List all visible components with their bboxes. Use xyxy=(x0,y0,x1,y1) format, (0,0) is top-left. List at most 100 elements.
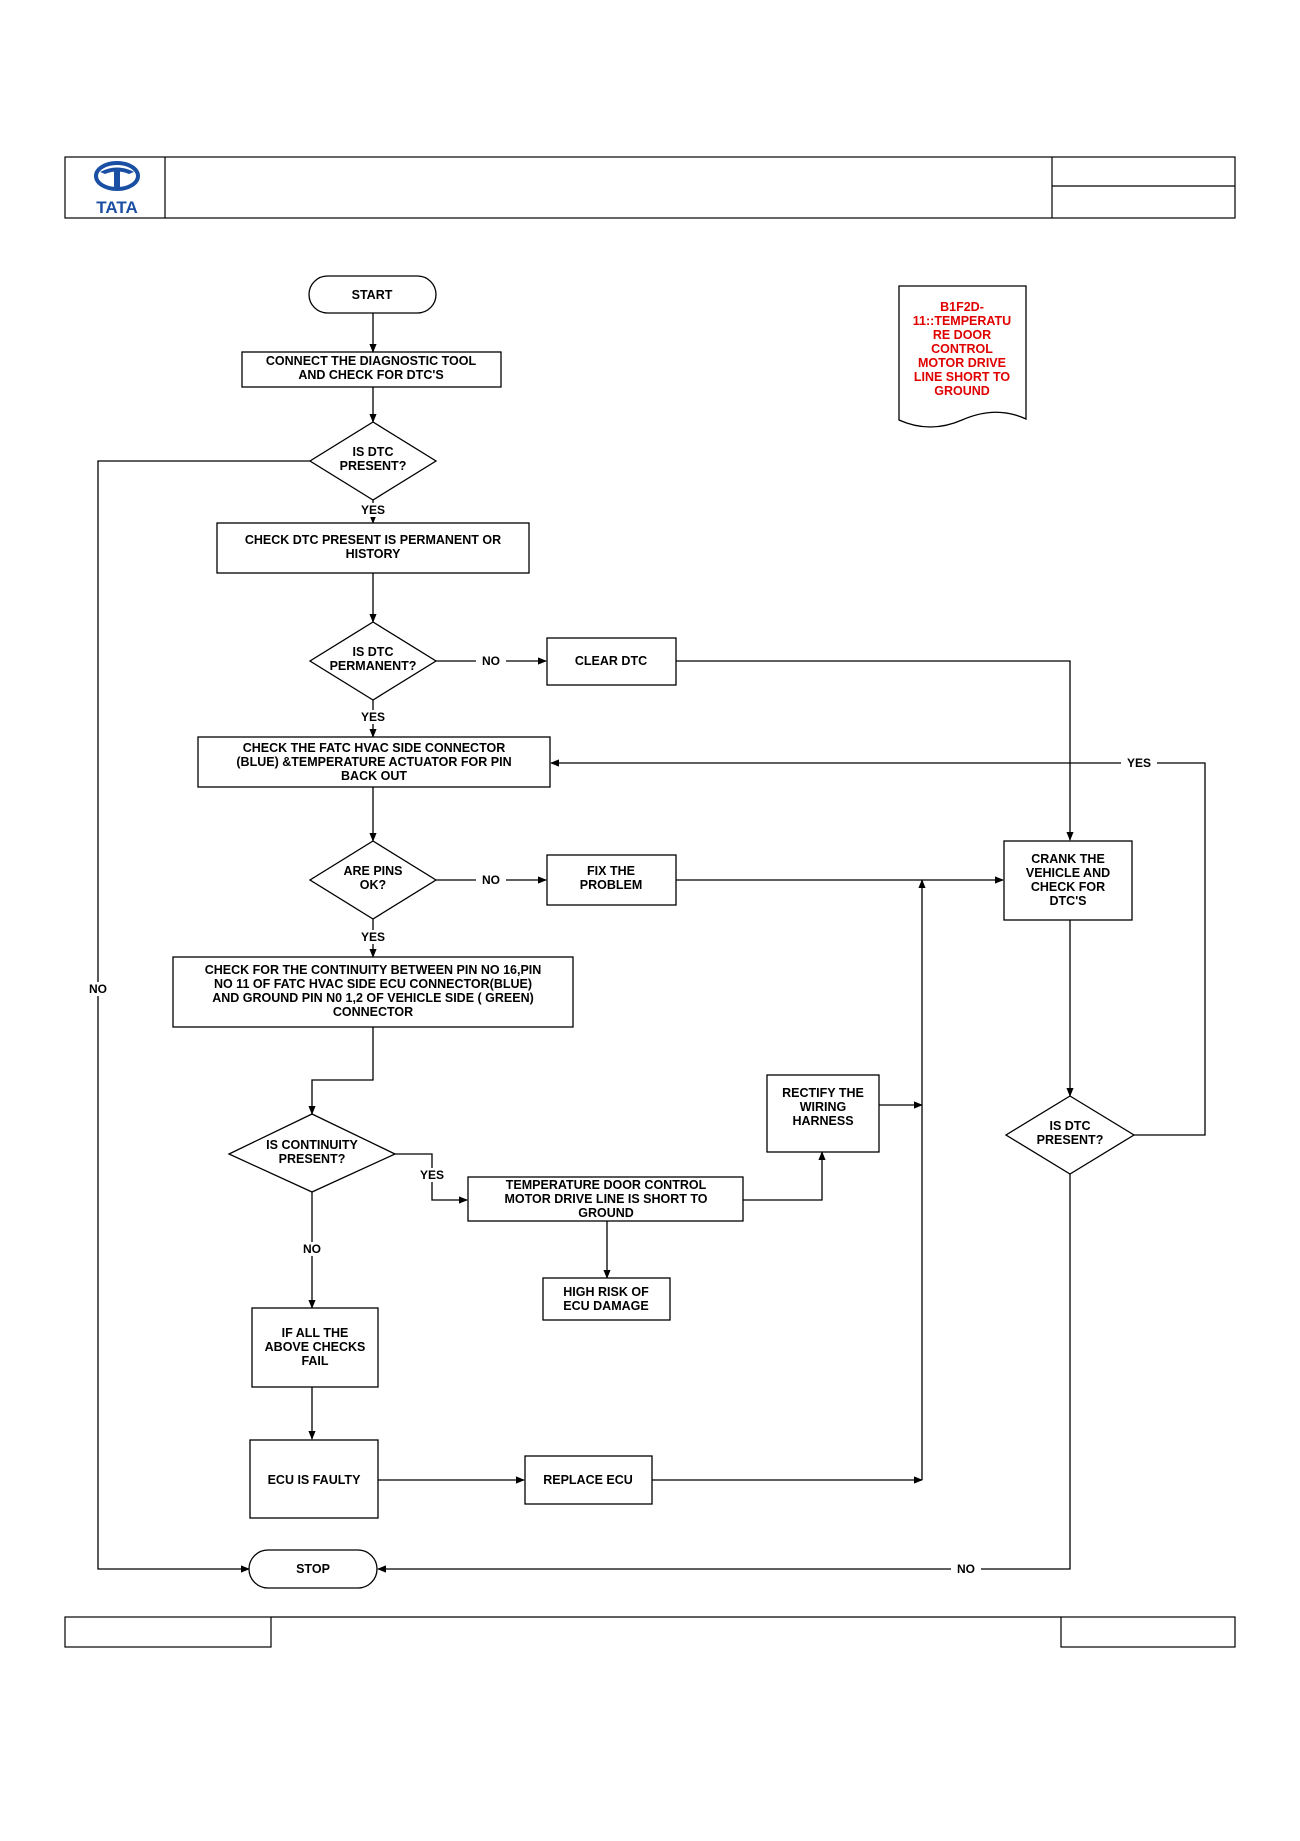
text-line: VEHICLE AND xyxy=(1026,866,1110,880)
text-line: REPLACE ECU xyxy=(543,1473,633,1487)
text-line: PERMANENT? xyxy=(330,659,417,673)
check-continuity-text: CHECK FOR THE CONTINUITY BETWEEN PIN NO … xyxy=(205,963,542,1019)
check-connector-text: CHECK THE FATC HVAC SIDE CONNECTOR(BLUE)… xyxy=(236,741,511,783)
text-line: CHECK FOR xyxy=(1031,880,1105,894)
clear-dtc-text: CLEAR DTC xyxy=(575,654,647,668)
clear-dtc-box: CLEAR DTC xyxy=(546,637,677,686)
text-line: NO 11 OF FATC HVAC SIDE ECU CONNECTOR(BL… xyxy=(214,977,532,991)
tata-logo: TATA xyxy=(94,161,140,217)
text-line: IF ALL THE xyxy=(282,1326,349,1340)
replace-ecu-text: REPLACE ECU xyxy=(543,1473,633,1487)
ecu-faulty-text: ECU IS FAULTY xyxy=(268,1473,361,1487)
ecu-faulty-box: ECU IS FAULTY xyxy=(249,1439,379,1519)
text-line: IS DTC xyxy=(1050,1119,1091,1133)
text-line: 11::TEMPERATU xyxy=(913,314,1011,328)
text-line: MOTOR DRIVE xyxy=(918,356,1006,370)
text-line: IS CONTINUITY xyxy=(266,1138,358,1152)
text-line: FIX THE xyxy=(587,864,635,878)
check-connector-box: CHECK THE FATC HVAC SIDE CONNECTOR(BLUE)… xyxy=(197,736,551,788)
no-label: NO xyxy=(89,982,107,996)
text-line: ECU DAMAGE xyxy=(563,1299,648,1313)
no-label: NO xyxy=(957,1562,975,1576)
text-line: PRESENT? xyxy=(279,1152,346,1166)
text-line: PRESENT? xyxy=(340,459,407,473)
branch-labels: YES NO NO YES YES NO YES YES NO NO xyxy=(80,503,1157,1576)
text-line: RECTIFY THE xyxy=(782,1086,864,1100)
text-line: CONNECTOR xyxy=(333,1005,413,1019)
no-label: NO xyxy=(482,654,500,668)
yes-label: YES xyxy=(1127,756,1151,770)
text-line: IS DTC xyxy=(353,445,394,459)
replace-ecu-box: REPLACE ECU xyxy=(524,1455,653,1505)
yes-label: YES xyxy=(420,1168,444,1182)
text-line: ARE PINS xyxy=(343,864,402,878)
footer-frame xyxy=(64,1616,1236,1648)
start-terminator: START xyxy=(308,275,437,314)
text-line: DTC'S xyxy=(1050,894,1087,908)
text-line: OK? xyxy=(360,878,386,892)
text-line: GROUND xyxy=(578,1206,634,1220)
text-line: HARNESS xyxy=(792,1114,853,1128)
yes-label: YES xyxy=(361,710,385,724)
tata-logo-text: TATA xyxy=(96,198,138,217)
no-label: NO xyxy=(303,1242,321,1256)
text-line: PROBLEM xyxy=(580,878,643,892)
text-line: CONNECT THE DIAGNOSTIC TOOL xyxy=(266,354,477,368)
text-line: TEMPERATURE DOOR CONTROL xyxy=(506,1178,707,1192)
header-frame xyxy=(64,156,1236,219)
text-line: LINE SHORT TO xyxy=(914,370,1011,384)
text-line: AND GROUND PIN N0 1,2 OF VEHICLE SIDE ( … xyxy=(212,991,534,1005)
text-line: FAIL xyxy=(301,1354,328,1368)
yes-label: YES xyxy=(361,930,385,944)
text-line: PRESENT? xyxy=(1037,1133,1104,1147)
text-line: AND CHECK FOR DTC'S xyxy=(298,368,443,382)
text-line: BACK OUT xyxy=(341,769,407,783)
text-line: CHECK DTC PRESENT IS PERMANENT OR xyxy=(245,533,501,547)
text-line: HISTORY xyxy=(346,547,402,561)
text-line: GROUND xyxy=(934,384,990,398)
text-line: CLEAR DTC xyxy=(575,654,647,668)
text-line: IS DTC xyxy=(353,645,394,659)
text-line: B1F2D- xyxy=(940,300,984,314)
text-line: CHECK THE FATC HVAC SIDE CONNECTOR xyxy=(243,741,506,755)
stop-terminator: STOP xyxy=(248,1549,378,1589)
text-line: ABOVE CHECKS xyxy=(265,1340,366,1354)
text-line: CONTROL xyxy=(931,342,993,356)
text-line: CHECK FOR THE CONTINUITY BETWEEN PIN NO … xyxy=(205,963,542,977)
check-continuity-box: CHECK FOR THE CONTINUITY BETWEEN PIN NO … xyxy=(172,956,574,1028)
text-line: (BLUE) &TEMPERATURE ACTUATOR FOR PIN xyxy=(236,755,511,769)
text-line: CRANK THE xyxy=(1031,852,1105,866)
yes-label: YES xyxy=(361,503,385,517)
stop-label: STOP xyxy=(296,1562,330,1576)
text-line: ECU IS FAULTY xyxy=(268,1473,361,1487)
start-label: START xyxy=(352,288,393,302)
text-line: HIGH RISK OF xyxy=(563,1285,649,1299)
no-label: NO xyxy=(482,873,500,887)
text-line: WIRING xyxy=(800,1100,847,1114)
text-line: RE DOOR xyxy=(933,328,991,342)
